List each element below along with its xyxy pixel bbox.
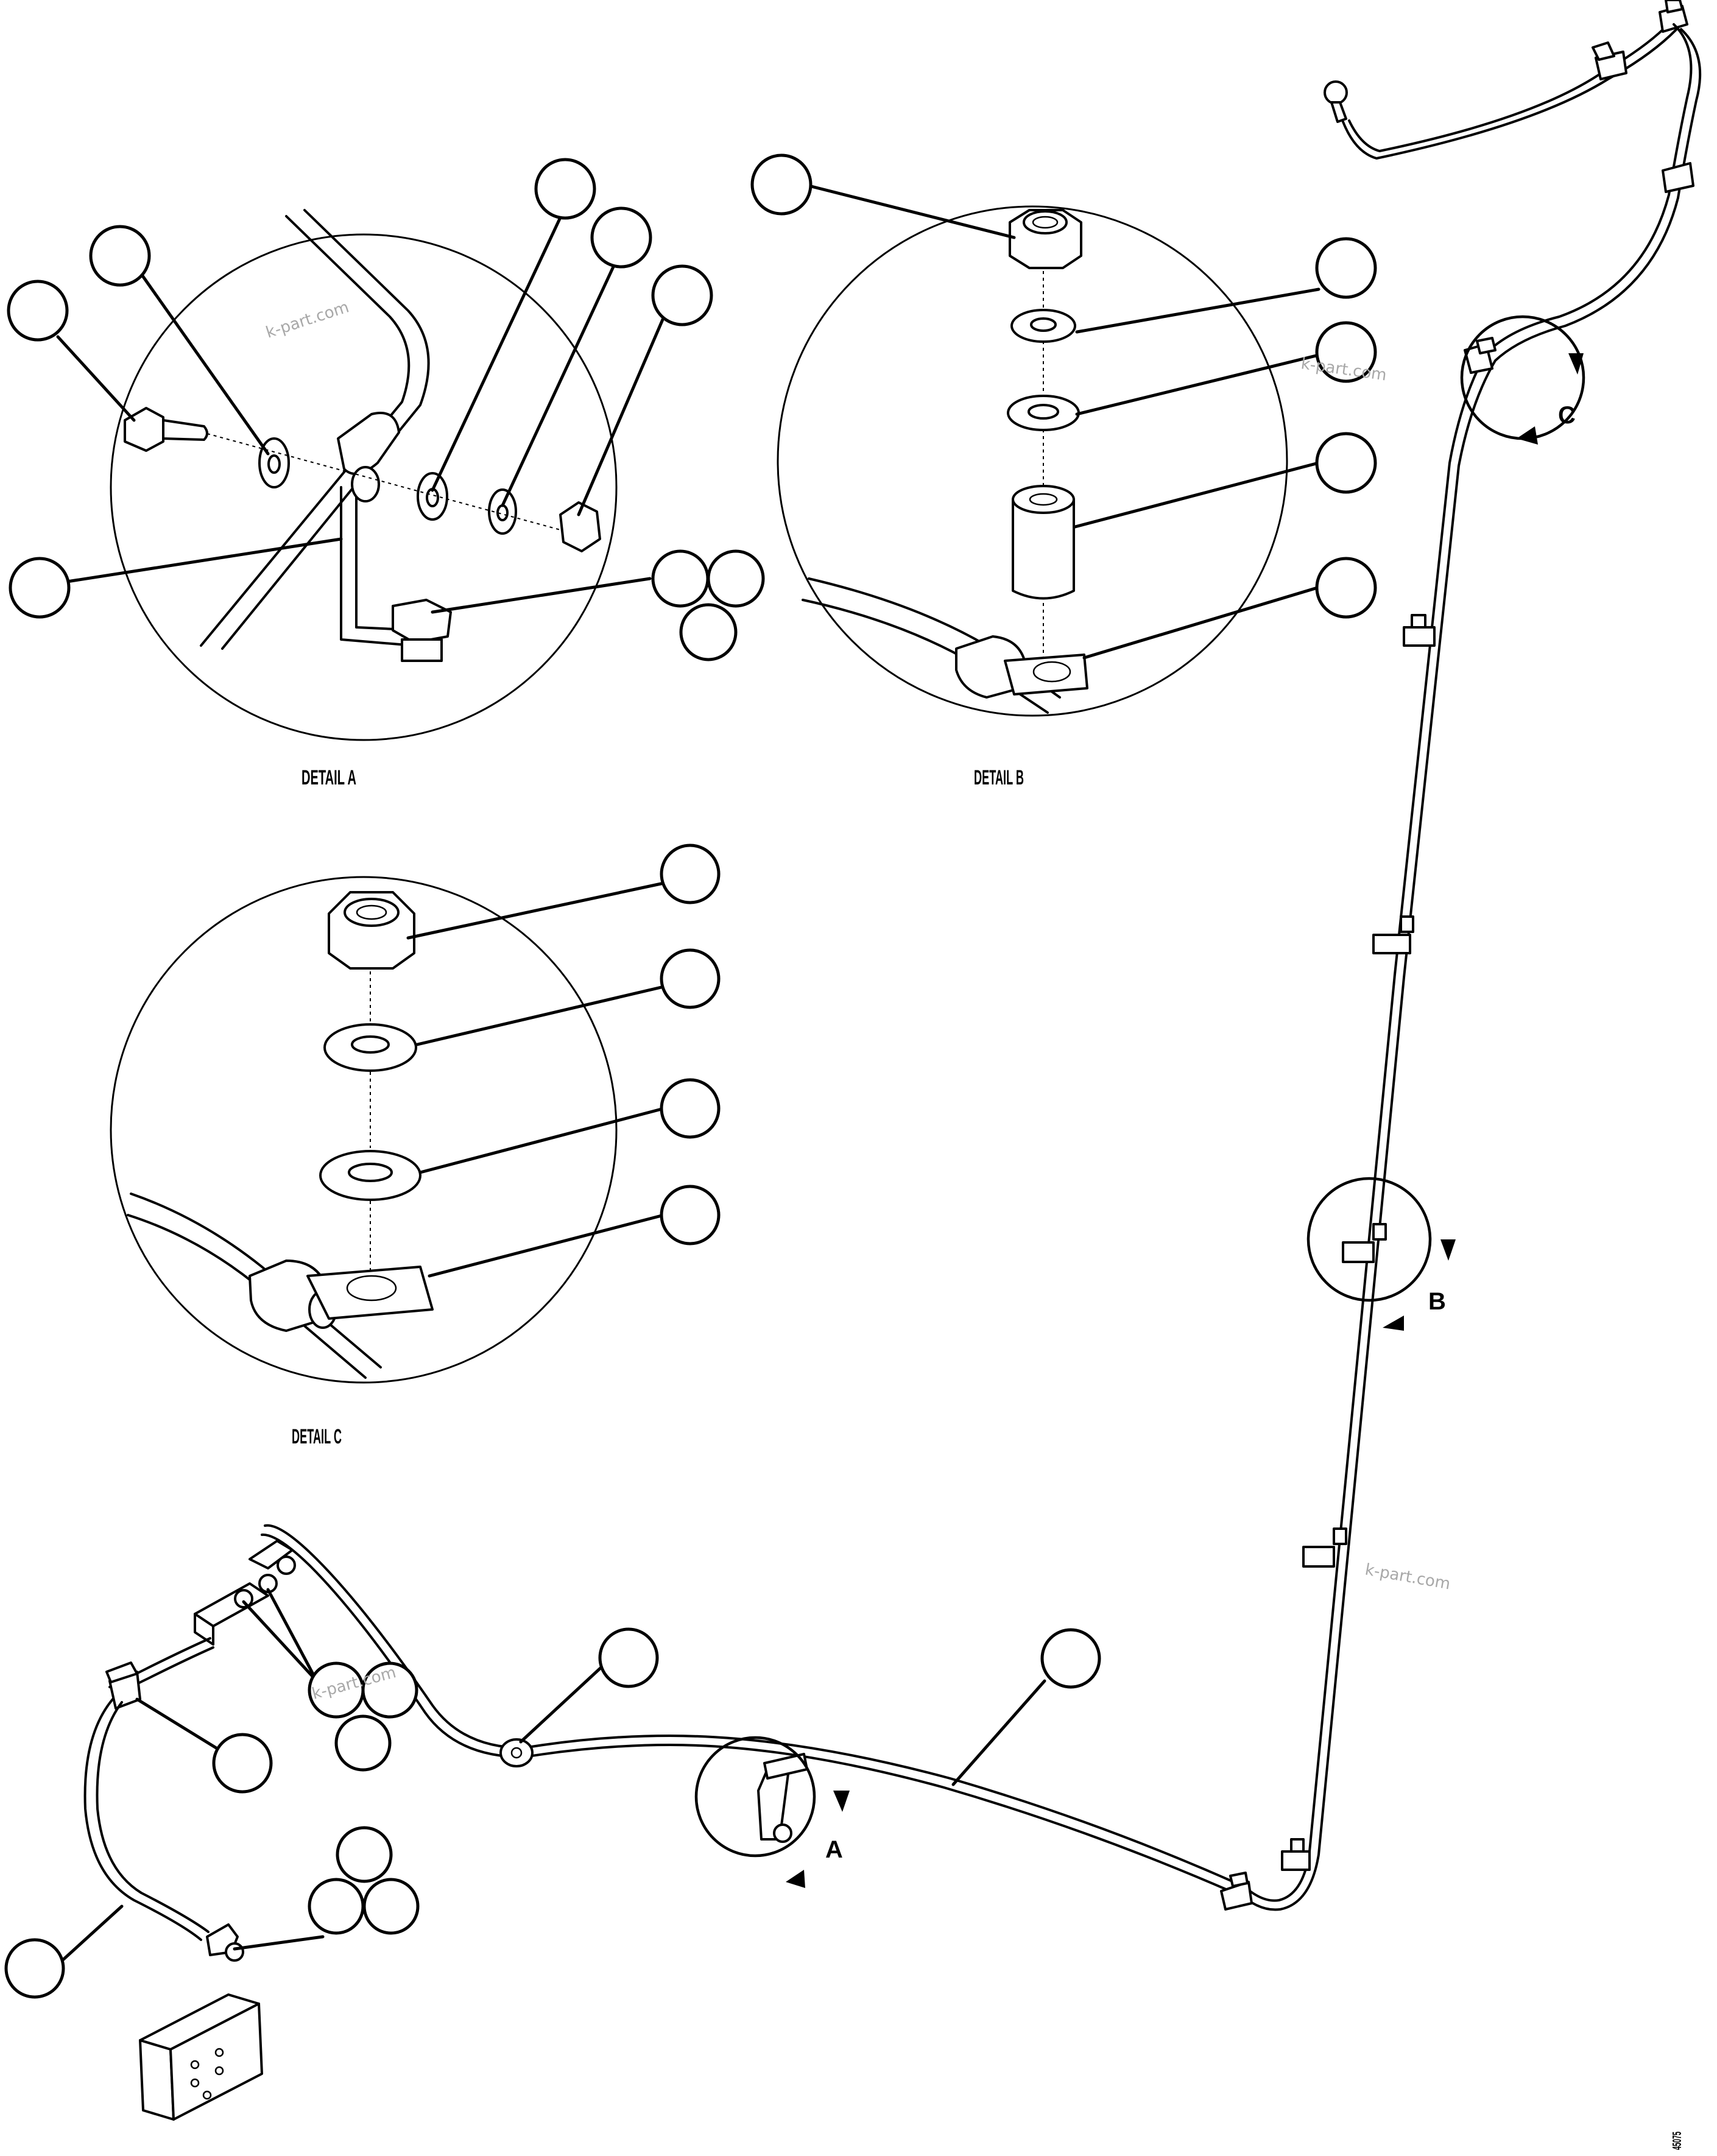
hex-bolt-icon <box>124 407 208 452</box>
left-ground-cable <box>83 1698 202 1941</box>
detail-b-cable <box>808 577 1061 699</box>
p-clip-icon <box>249 1259 434 1332</box>
p-clip-icon <box>1662 162 1694 193</box>
hex-nut-icon <box>559 501 601 552</box>
p-clip-icon <box>1403 614 1436 647</box>
detail-b-caption: DETAIL B <box>974 766 1024 789</box>
callout-balloon <box>590 206 652 269</box>
ring-terminal-icon <box>1324 80 1348 123</box>
view-arrow-icon <box>786 1791 850 1888</box>
flat-washer-icon <box>323 1023 417 1072</box>
flat-washer-icon <box>319 1150 421 1201</box>
detail-a-view-ring <box>694 1736 816 1858</box>
lower-main-cable <box>264 1524 1238 1884</box>
p-clip-icon <box>1592 41 1627 80</box>
callout-balloon <box>679 603 738 661</box>
view-marker-b: B <box>1428 1288 1446 1315</box>
drawing-number: 45075 <box>1671 2132 1684 2150</box>
callout-balloon <box>1315 237 1377 299</box>
callout-balloon <box>1315 321 1377 383</box>
callout-balloon <box>534 158 596 220</box>
p-clip-icon <box>1220 1872 1253 1911</box>
view-marker-c: C <box>1558 402 1576 429</box>
detail-a-tube <box>200 215 411 647</box>
lock-washer-icon <box>488 488 517 535</box>
callout-balloon <box>9 557 71 619</box>
detail-b-view-ring <box>1306 1177 1432 1302</box>
callout-balloon <box>336 1826 393 1883</box>
flat-washer-icon <box>1010 309 1076 343</box>
callout-balloon <box>1040 1628 1101 1689</box>
callout-balloon <box>660 844 721 904</box>
detail-c-cable <box>130 1192 382 1369</box>
detail-a-caption: DETAIL A <box>301 766 356 789</box>
callout-balloon <box>89 225 151 287</box>
hex-nut-icon <box>1009 209 1082 269</box>
callout-balloon <box>660 948 721 1009</box>
p-clip-icon <box>1302 1527 1347 1568</box>
watermark: k-part.com <box>1364 1560 1452 1593</box>
watermark: k-part.com <box>264 298 351 342</box>
junction-block-icon <box>194 1540 296 1646</box>
view-arrow-icon <box>1517 353 1584 445</box>
main-cable-assembly: C B A k-part.com k-part.com <box>4 0 1702 2121</box>
callout-balloon <box>308 1878 365 1935</box>
p-clip-icon <box>1372 915 1414 954</box>
view-arrow-icon <box>1383 1239 1456 1331</box>
callout-balloon <box>660 1185 721 1245</box>
top-ground-cable <box>1342 23 1682 160</box>
detail-a: DETAIL A k-part.com <box>7 158 765 789</box>
callout-balloon <box>660 1078 721 1139</box>
callout-balloon <box>7 280 69 342</box>
p-clip-icon <box>955 635 1088 699</box>
flat-washer-icon <box>1007 395 1080 431</box>
detail-b-circle <box>777 205 1288 717</box>
terminal-block-icon <box>139 1923 263 2121</box>
bracket-icon <box>757 1753 808 1843</box>
callout-balloon <box>361 1661 418 1719</box>
callout-balloon <box>651 264 713 326</box>
callout-balloon <box>1315 557 1377 619</box>
detail-c-circle <box>110 876 618 1384</box>
callout-balloon <box>598 1627 659 1688</box>
hex-nut-icon <box>328 891 415 970</box>
p-clip-icon <box>1464 337 1497 374</box>
p-clip-icon <box>499 1738 534 1767</box>
callout-balloon <box>334 1714 392 1772</box>
callout-balloon <box>362 1878 420 1935</box>
callout-balloon <box>707 549 765 608</box>
callout-balloon <box>212 1733 273 1794</box>
callout-balloon <box>750 153 813 216</box>
view-marker-a: A <box>825 1836 843 1863</box>
right-main-cable <box>1238 23 1693 1902</box>
callout-balloon <box>4 1938 65 1999</box>
p-clip-icon <box>337 412 400 502</box>
hex-nut-icon <box>392 599 452 662</box>
detail-b: DETAIL B k-part.com <box>750 153 1387 789</box>
detail-c: DETAIL C <box>110 844 721 1448</box>
detail-c-caption: DETAIL C <box>292 1425 342 1448</box>
p-clip-icon <box>105 1661 141 1710</box>
detail-a-circle <box>110 233 618 741</box>
spacer-tube-icon <box>1012 485 1075 600</box>
callout-balloon <box>1315 432 1377 494</box>
p-clip-icon <box>1659 0 1688 33</box>
callout-balloon <box>651 549 710 608</box>
p-clip-icon <box>1281 1838 1311 1871</box>
flat-washer-icon <box>417 472 448 521</box>
p-clip-icon <box>1342 1223 1387 1263</box>
